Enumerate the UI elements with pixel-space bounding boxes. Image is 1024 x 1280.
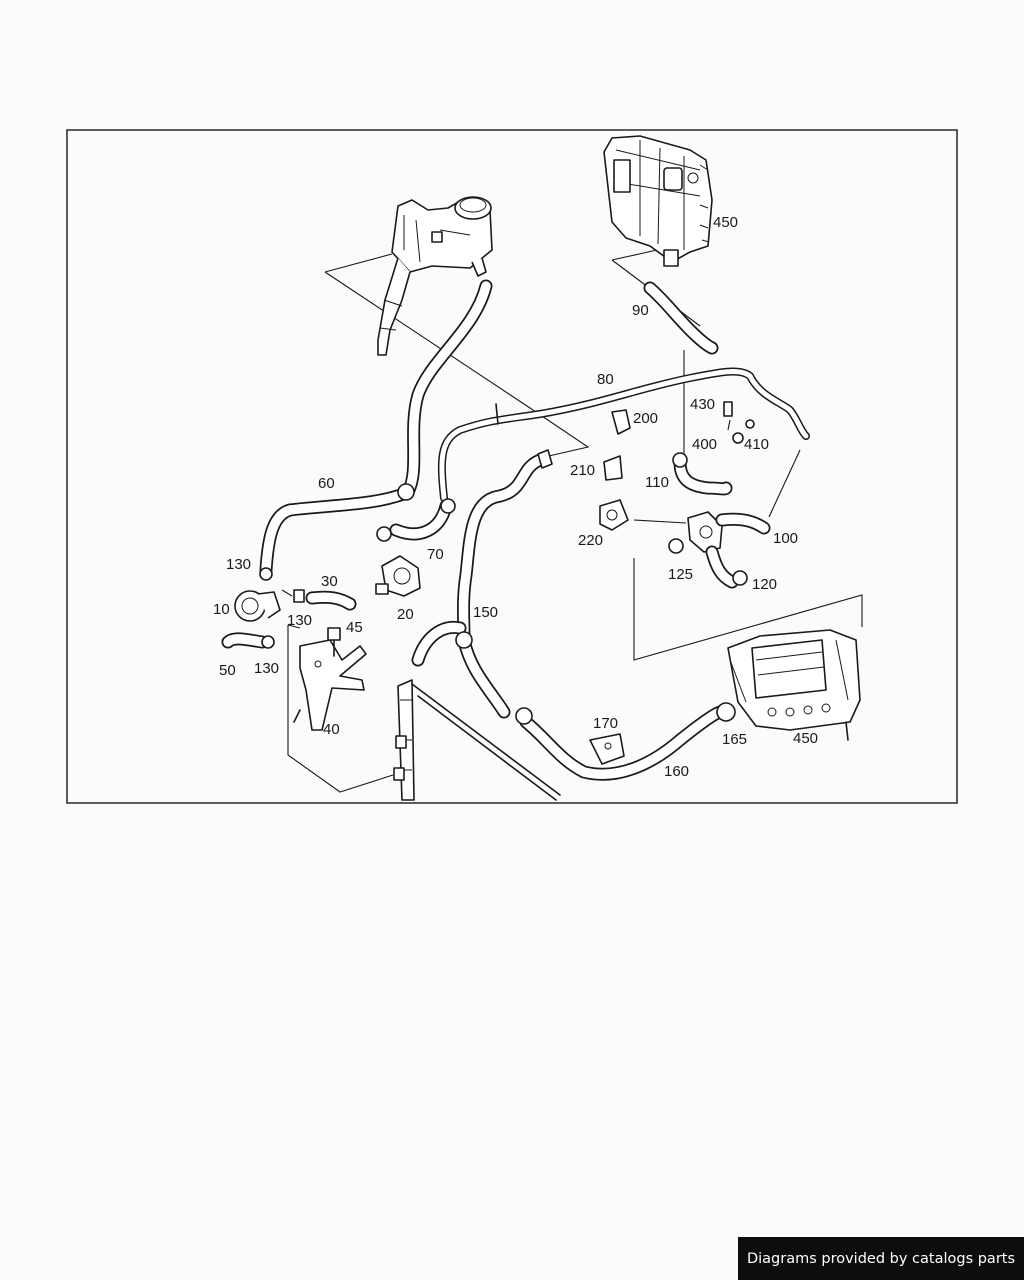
callout-450-bottom: 450 — [793, 730, 818, 747]
pipe-80 — [437, 367, 810, 502]
coolant-expansion-tank — [377, 196, 493, 356]
callout-40: 40 — [323, 721, 340, 738]
callout-220: 220 — [578, 532, 603, 549]
callout-170: 170 — [593, 715, 618, 732]
power-electronics-unit — [727, 629, 861, 741]
callout-165: 165 — [722, 731, 747, 748]
callout-110: 110 — [645, 474, 669, 491]
callout-30: 30 — [321, 573, 338, 590]
callout-70: 70 — [427, 546, 444, 563]
callout-430: 430 — [690, 396, 715, 413]
callout-labels: 450 90 80 430 400 410 200 210 110 60 70 … — [213, 214, 818, 780]
callout-160: 160 — [664, 763, 689, 780]
callout-100: 100 — [773, 530, 798, 547]
callout-150: 150 — [473, 604, 498, 621]
callout-45: 45 — [346, 619, 363, 636]
watermark-banner: Diagrams provided by catalogs parts — [738, 1237, 1024, 1280]
callout-125: 125 — [668, 566, 693, 583]
callout-50: 50 — [219, 662, 236, 679]
radiator — [393, 679, 561, 801]
callout-210: 210 — [570, 462, 595, 479]
valve-assembly — [599, 499, 723, 553]
callout-20: 20 — [397, 606, 414, 623]
callout-200: 200 — [633, 410, 658, 427]
coolant-pump — [234, 590, 281, 622]
callout-80: 80 — [597, 371, 614, 388]
bracket — [293, 639, 367, 731]
callout-130-c: 130 — [254, 660, 279, 677]
callout-90: 90 — [632, 302, 649, 319]
callout-130-a: 130 — [226, 556, 251, 573]
control-unit-top — [603, 135, 713, 267]
callout-400: 400 — [692, 436, 717, 453]
clamps — [259, 401, 755, 765]
callout-60: 60 — [318, 475, 335, 492]
auxiliary-pump — [375, 555, 421, 597]
bolt — [327, 627, 341, 657]
watermark-text: Diagrams provided by catalogs parts — [746, 1250, 1016, 1267]
callout-120: 120 — [752, 576, 777, 593]
callout-130-b: 130 — [287, 612, 312, 629]
diagram-frame — [66, 129, 958, 804]
callout-410: 410 — [744, 436, 769, 453]
callout-450-top: 450 — [713, 214, 738, 231]
callout-10: 10 — [213, 601, 230, 618]
